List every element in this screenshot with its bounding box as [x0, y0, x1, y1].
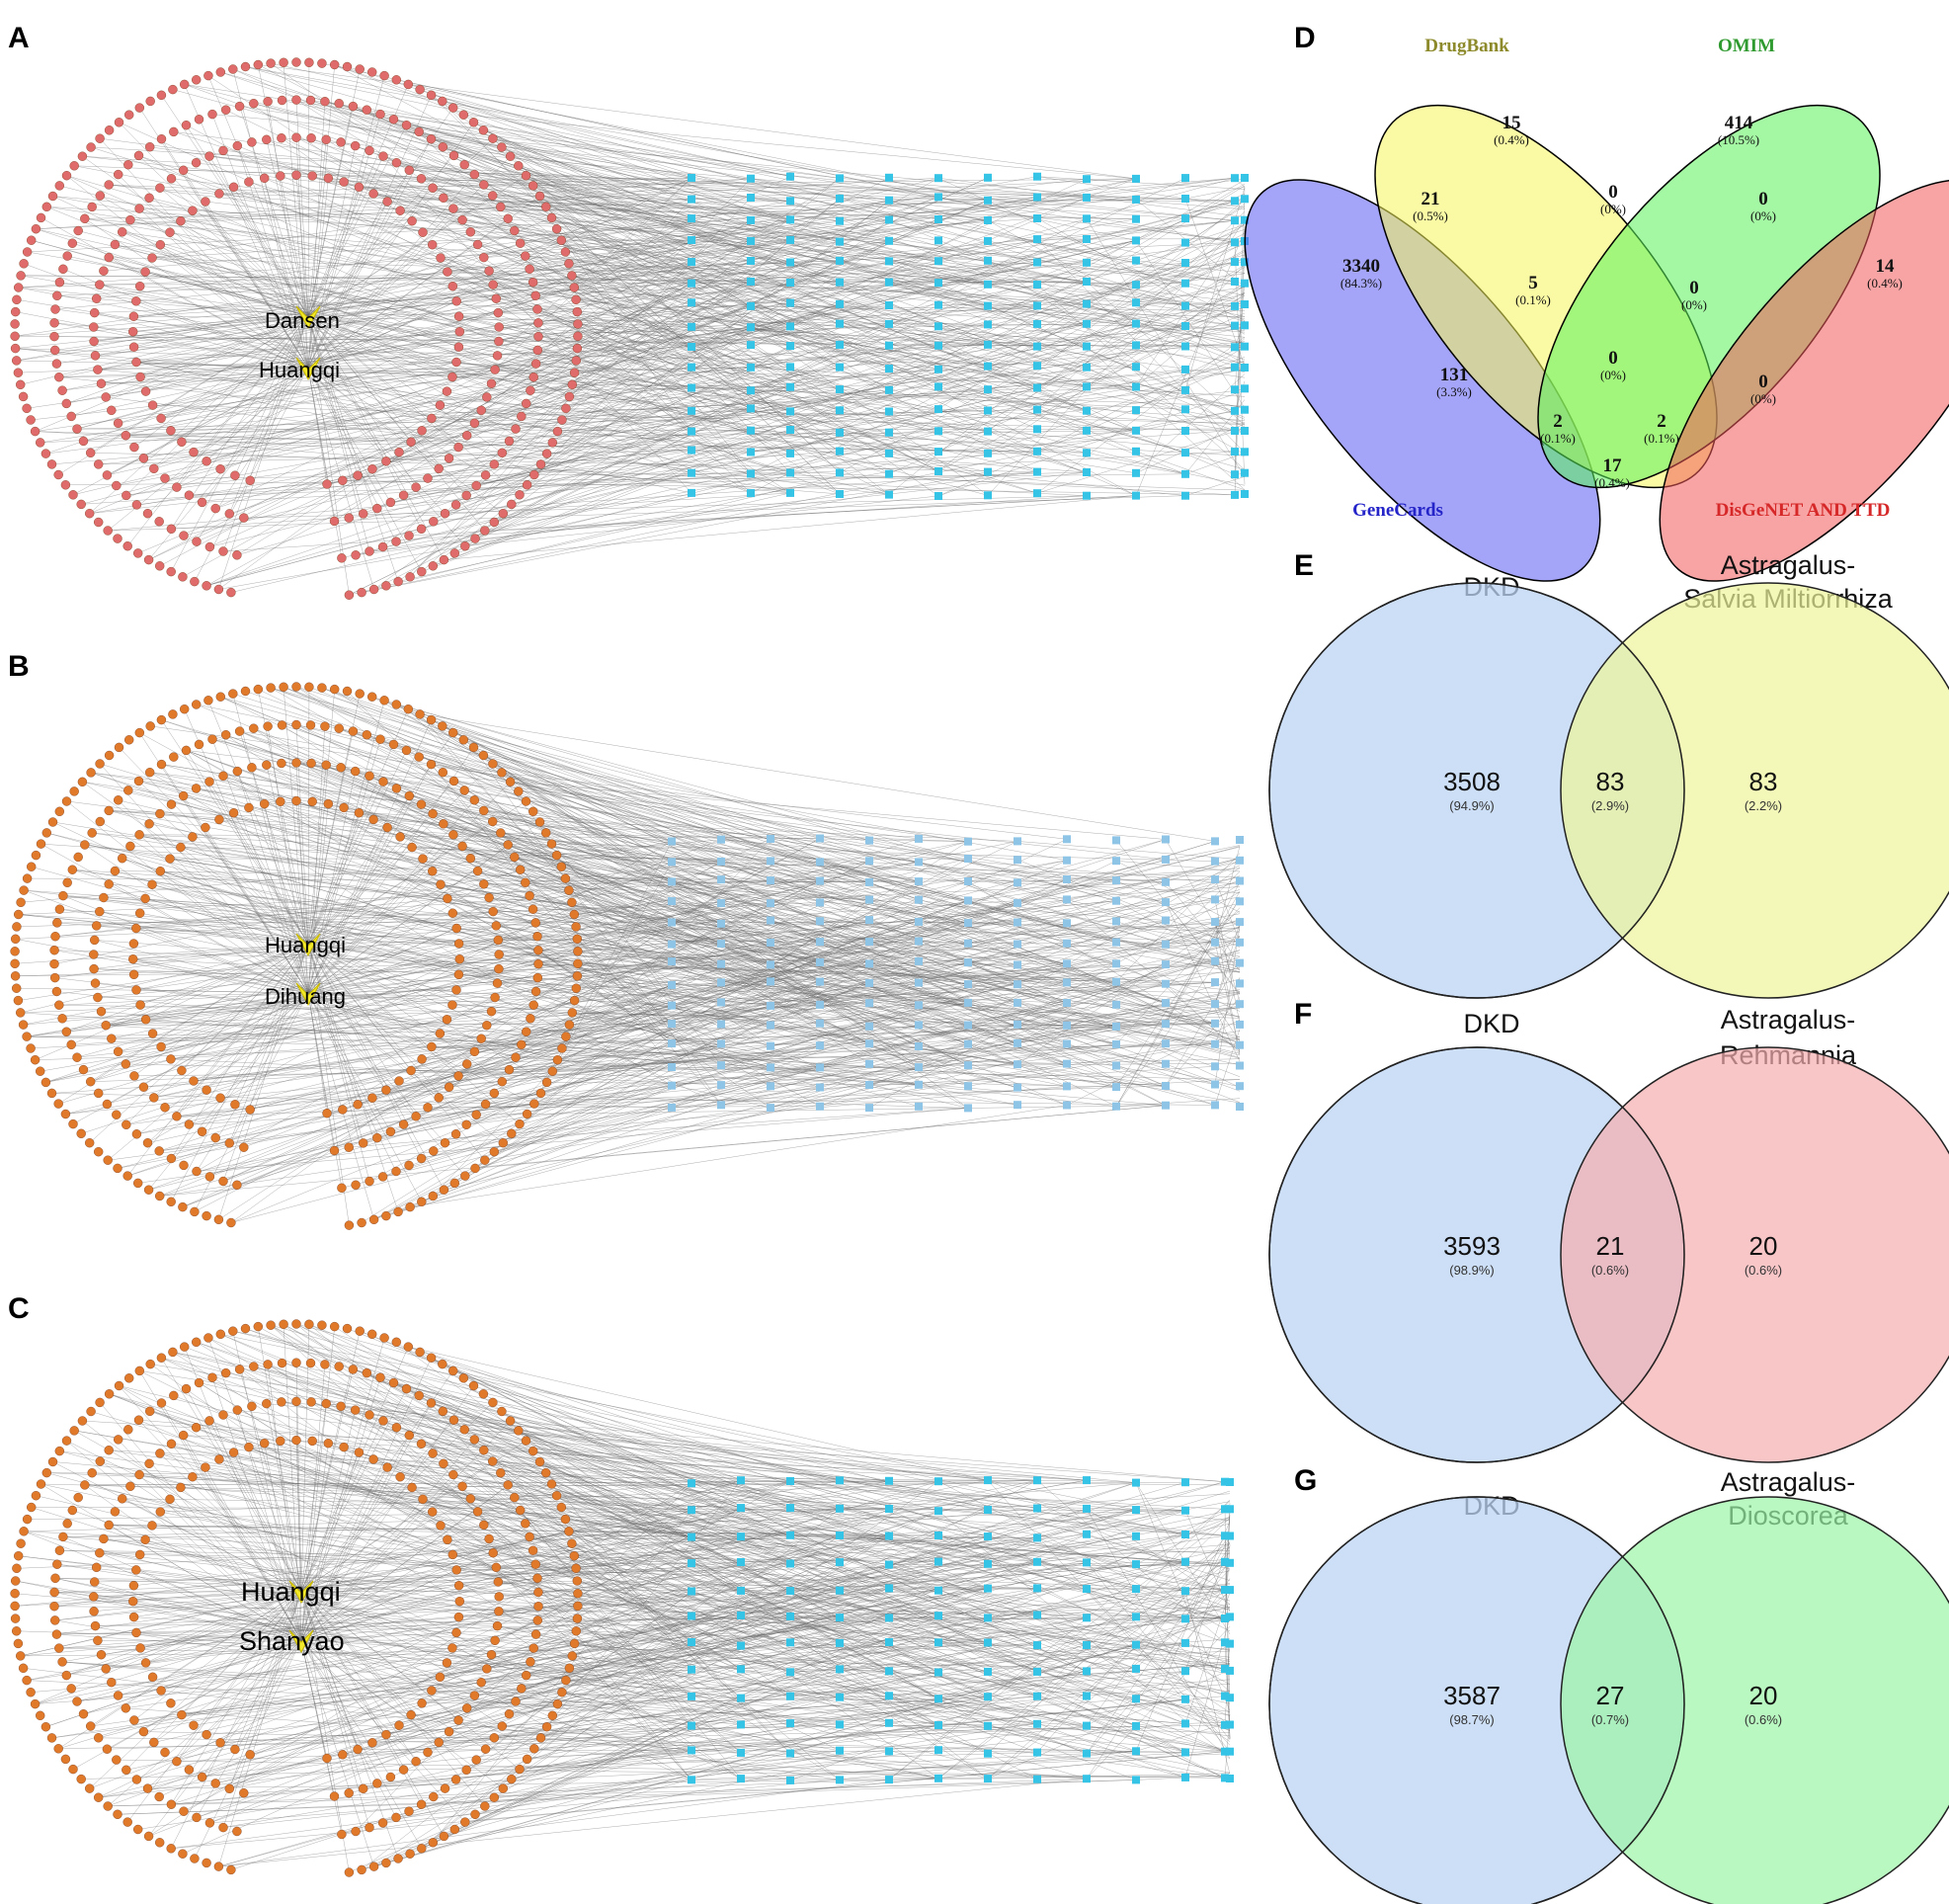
venn-f-right-title-2: Rehmannia: [1719, 1040, 1857, 1070]
network-target-nodes-a: [10, 57, 583, 600]
herb-label-huangqi-b: Huangqi: [265, 933, 346, 957]
network-compound-nodes-c: [688, 1476, 1234, 1784]
venn-f-right-title-1: Astragalus-: [1720, 1005, 1856, 1035]
network-panel-a: [10, 57, 1249, 600]
panel-letter-f: F: [1294, 998, 1313, 1031]
network-target-nodes-c: [10, 1319, 583, 1877]
panel-letter-g: G: [1294, 1464, 1318, 1497]
venn-g-right-title-1: Astragalus-: [1720, 1467, 1856, 1497]
herb-node-a-1: [295, 357, 321, 381]
network-edges-a: [15, 62, 1246, 596]
venn-e-left-title: DKD: [1463, 572, 1520, 602]
panel-letter-b: B: [8, 650, 30, 683]
network-panel-b: [10, 682, 1244, 1230]
herb-node-a-0: [295, 305, 321, 330]
panel-letter-a: A: [8, 22, 30, 54]
venn-f-left-title: DKD: [1463, 1009, 1520, 1038]
venn-e-right-title-2: Salvia Miltiorrhiza: [1683, 584, 1893, 614]
panel-letter-c: C: [8, 1292, 30, 1325]
network-edges-b: [15, 686, 1241, 1226]
network-target-nodes-b: [10, 682, 583, 1230]
network-panel-c: [10, 1319, 1234, 1877]
herb-node-b-1: [295, 982, 321, 1007]
panel-letter-d: D: [1294, 22, 1316, 54]
herb-label-shanyao: Shanyao: [239, 1626, 345, 1656]
herb-label-huangqi-a: Huangqi: [259, 358, 340, 382]
herb-label-dihuang: Dihuang: [265, 984, 346, 1009]
venn-g-left-title: DKD: [1463, 1491, 1520, 1521]
herb-node-c-0: [288, 1580, 314, 1605]
herb-label-dansen: Dansen: [265, 308, 340, 333]
panel-letter-e: E: [1294, 549, 1315, 582]
herb-label-huangqi-c: Huangqi: [241, 1577, 341, 1607]
network-edges-c: [15, 1323, 1231, 1873]
herb-node-b-0: [295, 933, 321, 957]
venn-e-right-title-1: Astragalus-: [1720, 550, 1856, 580]
herb-node-c-1: [288, 1629, 314, 1654]
network-compound-nodes-b: [668, 834, 1244, 1113]
venn-g-right-title-2: Dioscorea: [1728, 1501, 1848, 1531]
